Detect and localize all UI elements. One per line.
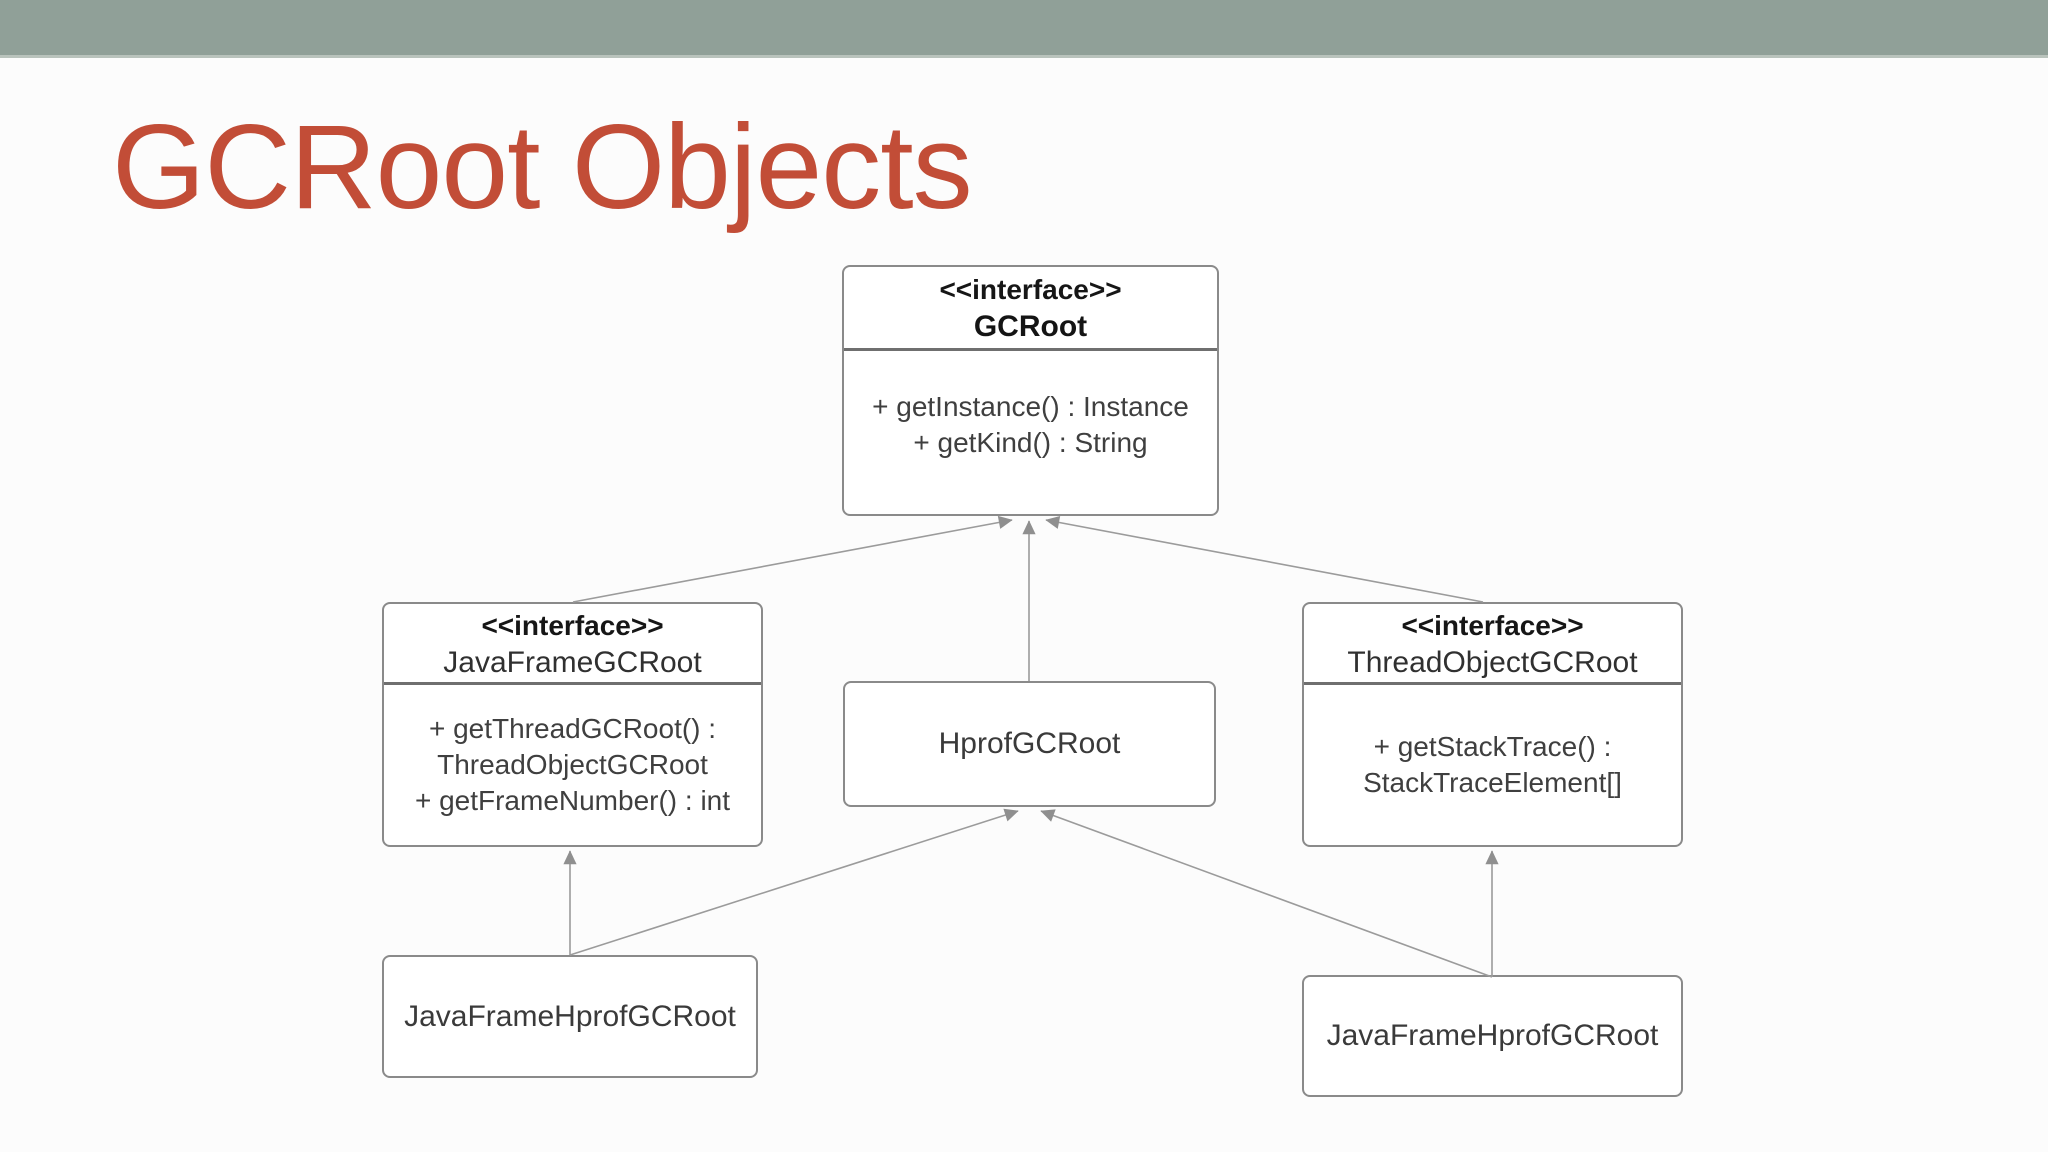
method-label: + getThreadGCRoot() : ThreadObjectGCRoot <box>428 713 717 780</box>
uml-class-hprofgcroot: HprofGCRoot <box>843 681 1216 807</box>
uml-class-threadobjectgcroot-methods: + getStackTrace() : StackTraceElement[] <box>1304 685 1681 845</box>
method-label: + getInstance() : Instance <box>872 391 1189 422</box>
class-name: ThreadObjectGCRoot <box>1347 645 1638 679</box>
method-label: + getStackTrace() : StackTraceElement[] <box>1363 731 1622 798</box>
class-name: GCRoot <box>973 310 1088 343</box>
uml-class-threadobjectgcroot-header: <<interface>> ThreadObjectGCRoot <box>1304 604 1681 685</box>
uml-class-javaframegcroot-methods: + getThreadGCRoot() : ThreadObjectGCRoot… <box>384 685 761 845</box>
uml-class-gcroot-header: <<interface>> GCRoot <box>844 267 1217 351</box>
uml-class-javaframegcroot: <<interface>> JavaFrameGCRoot + getThrea… <box>382 602 763 847</box>
class-name: JavaFrameGCRoot <box>443 645 702 679</box>
uml-class-gcroot: <<interface>> GCRoot + getInstance() : I… <box>842 265 1219 516</box>
edge-javaframegcroot-to-gcroot <box>572 515 1013 603</box>
class-name: JavaFrameHprofGCRoot <box>404 999 736 1033</box>
class-name: JavaFrameHprofGCRoot <box>1326 1019 1659 1052</box>
method-label: + getKind() : String <box>913 427 1148 458</box>
uml-class-javaframehprofgcroot-left: JavaFrameHprofGCRoot <box>382 955 758 1078</box>
uml-class-threadobjectgcroot: <<interface>> ThreadObjectGCRoot + getSt… <box>1302 602 1683 847</box>
stereotype-label: <<interface>> <box>939 274 1122 305</box>
class-name: HprofGCRoot <box>938 727 1121 760</box>
stereotype-label: <<interface>> <box>1401 609 1584 641</box>
slide-accent-bar <box>0 0 2048 58</box>
uml-class-gcroot-methods: + getInstance() : Instance + getKind() :… <box>844 351 1217 514</box>
uml-class-javaframehprofgcroot-right: JavaFrameHprofGCRoot <box>1302 975 1683 1097</box>
stereotype-label: <<interface>> <box>481 609 664 641</box>
method-label: + getFrameNumber() : int <box>414 785 731 816</box>
page-title: GCRoot Objects <box>112 100 973 234</box>
uml-class-javaframegcroot-header: <<interface>> JavaFrameGCRoot <box>384 604 761 685</box>
edge-threadobjectgcroot-to-gcroot <box>1045 515 1484 603</box>
